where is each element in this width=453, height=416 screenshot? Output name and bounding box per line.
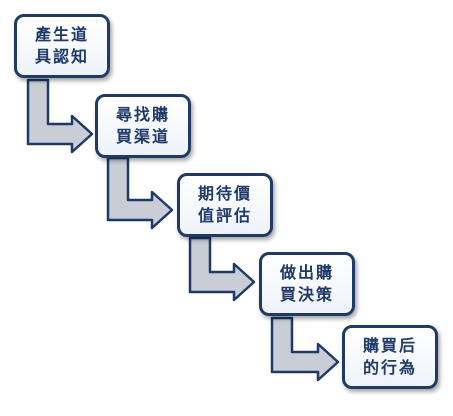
step-2-line-1: 尋找購: [115, 105, 170, 124]
step-3-line-1: 期待價: [197, 184, 252, 203]
step-4-line-2: 買決策: [279, 285, 334, 304]
step-1-line-1: 產生道: [34, 25, 89, 44]
step-4-box: 做出購 買決策: [259, 252, 355, 316]
arrow-4-to-5: [270, 316, 340, 382]
step-5-line-2: 的行為: [362, 358, 417, 377]
step-1-box: 產生道 具認知: [14, 14, 110, 78]
step-5-box: 購買后 的行為: [342, 325, 438, 389]
step-2-box: 尋找購 買渠道: [95, 94, 191, 158]
step-1-line-2: 具認知: [34, 47, 89, 66]
step-4-line-1: 做出購: [279, 263, 334, 282]
step-5-line-1: 購買后: [362, 336, 417, 355]
step-3-box: 期待價 值評估: [177, 173, 273, 237]
step-2-line-2: 買渠道: [115, 127, 170, 146]
step-3-line-2: 值評估: [197, 206, 252, 225]
arrow-2-to-3: [106, 156, 174, 230]
arrow-1-to-2: [26, 78, 94, 154]
arrow-3-to-4: [188, 236, 256, 302]
